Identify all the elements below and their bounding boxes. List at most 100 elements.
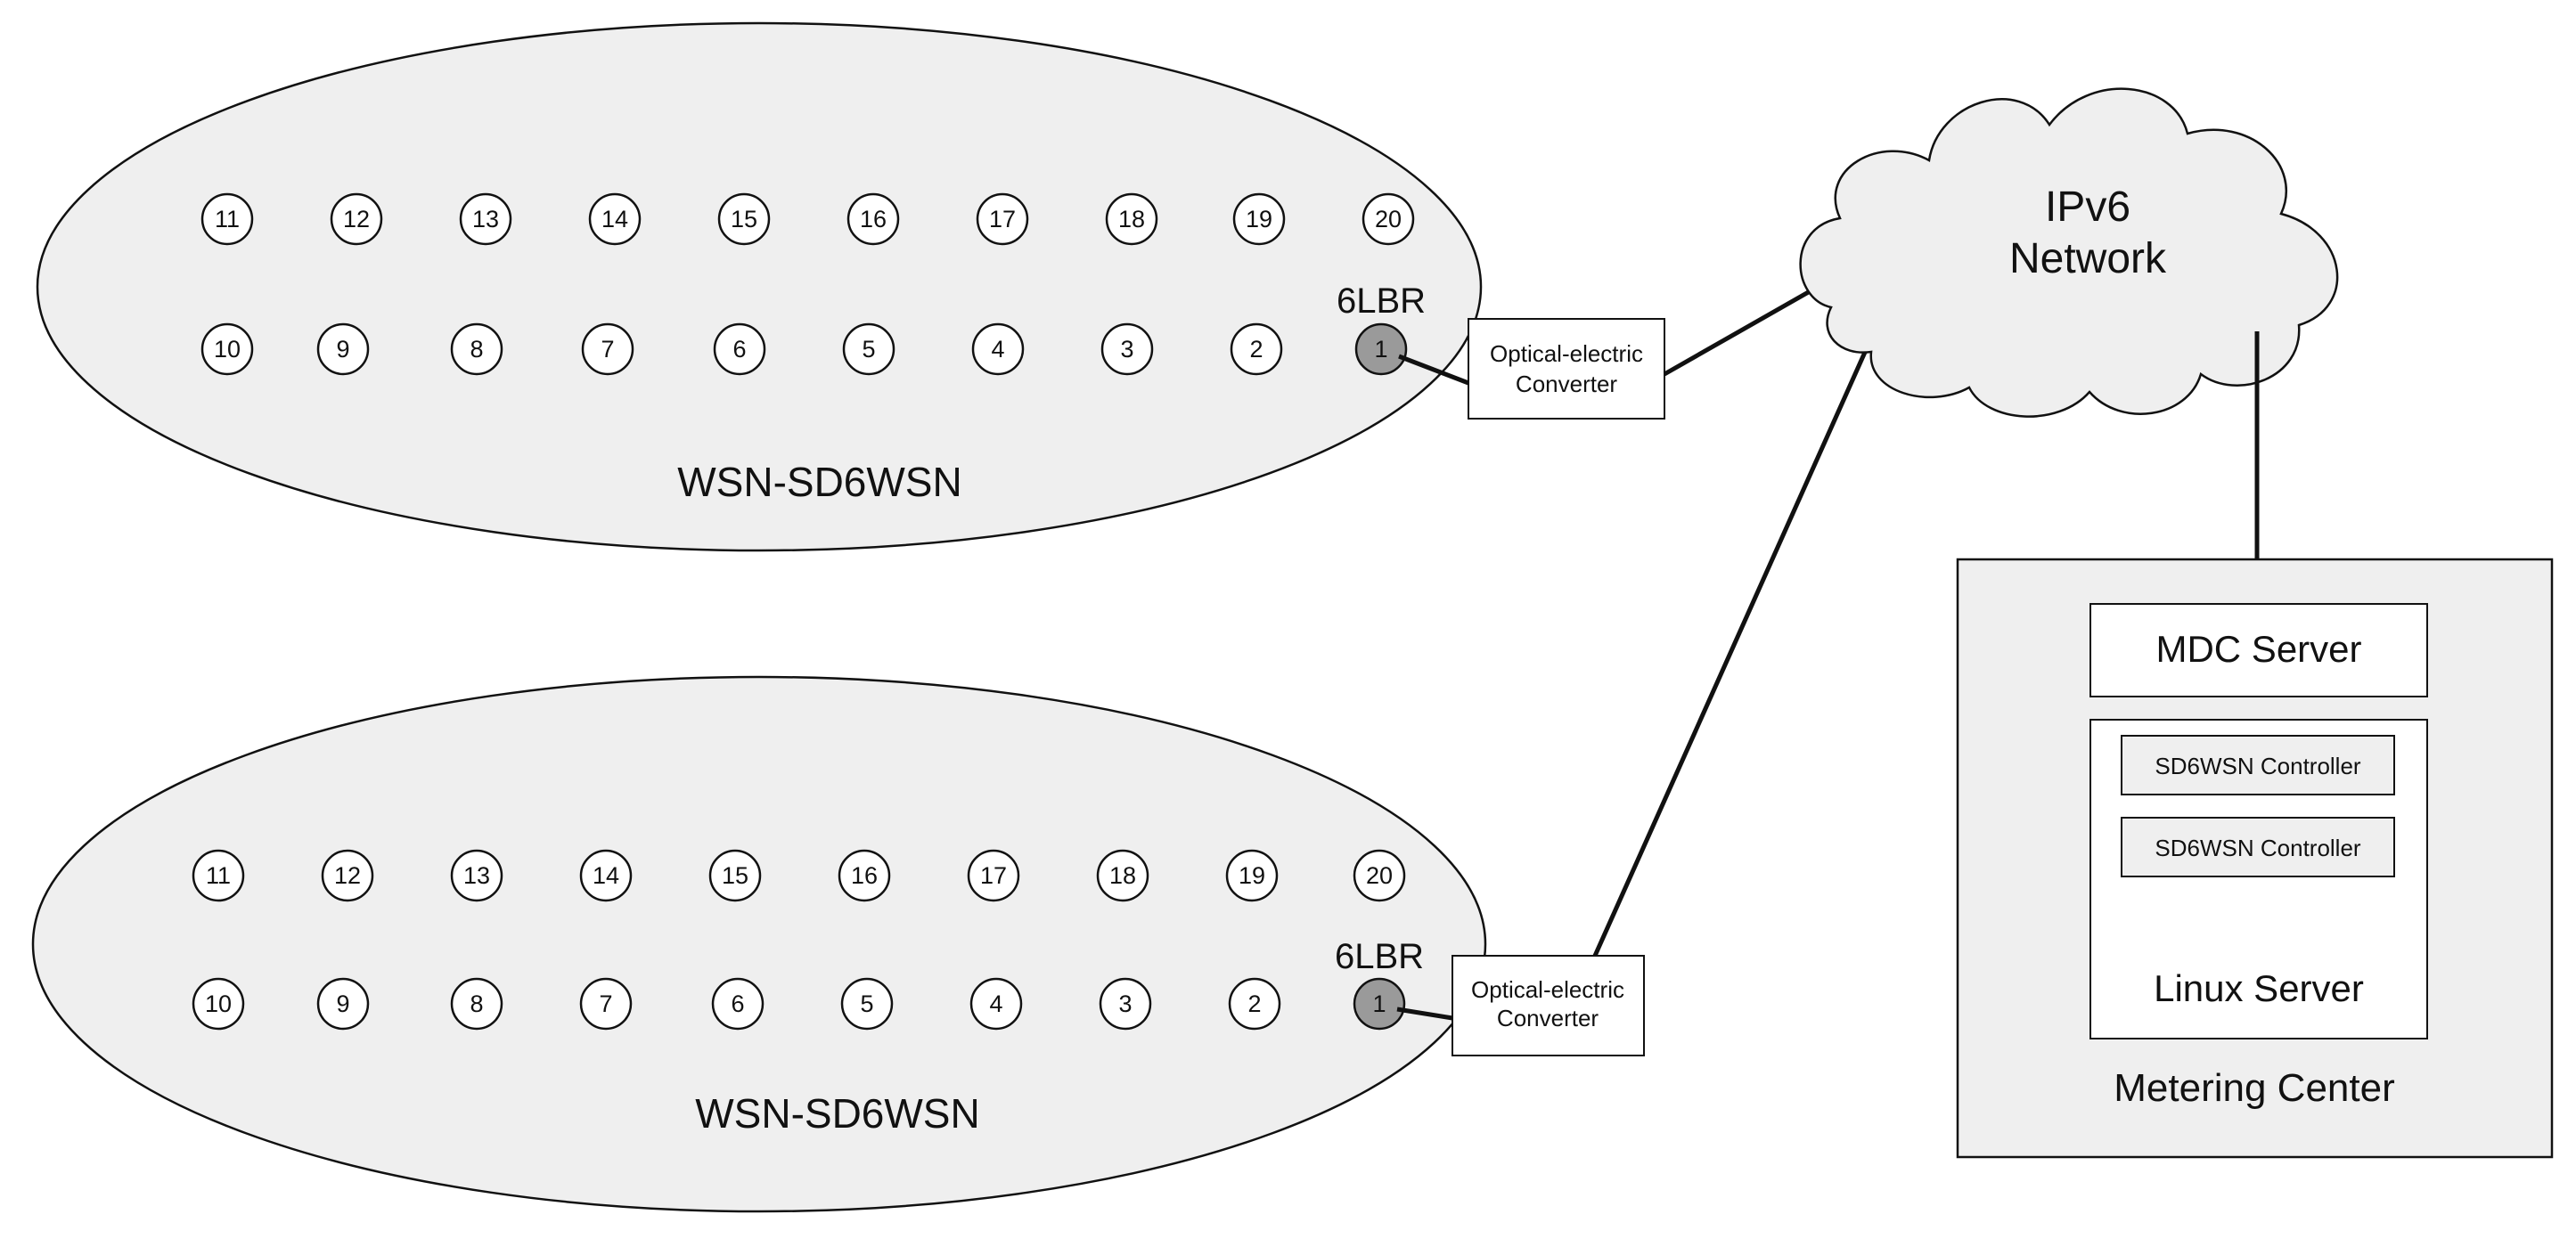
- cluster-2-router-label: 6LBR: [1335, 937, 1424, 976]
- sensor-node: 14: [579, 849, 633, 902]
- node-label: 19: [1239, 862, 1265, 889]
- node-label: 6: [732, 336, 746, 363]
- node-label: 19: [1246, 206, 1272, 232]
- node-label: 11: [215, 206, 240, 232]
- sensor-node: 18: [1096, 849, 1149, 902]
- cluster-2-label: WSN-SD6WSN: [695, 1090, 979, 1137]
- node-label: 5: [862, 336, 875, 363]
- node-label: 3: [1118, 990, 1132, 1017]
- node-label: 18: [1118, 206, 1145, 232]
- sensor-node: 20: [1353, 849, 1406, 902]
- node-circle: [711, 977, 765, 1031]
- node-label: 1: [1372, 990, 1386, 1017]
- sd6wsn-controller-1-label: SD6WSN Controller: [2155, 753, 2361, 779]
- mdc-server-box: [2089, 603, 2428, 697]
- node-label: 15: [731, 206, 757, 232]
- sensor-node: 7: [581, 322, 634, 376]
- node-label: 2: [1249, 336, 1263, 363]
- node-circle: [842, 322, 895, 376]
- metering-center-label: Metering Center: [2114, 1066, 2394, 1110]
- node-label: 2: [1247, 990, 1261, 1017]
- node-label: 8: [470, 990, 483, 1017]
- node-label: 20: [1366, 862, 1393, 889]
- sensor-node: 6: [713, 322, 766, 376]
- sensor-node: 2: [1228, 977, 1281, 1031]
- node-label: 13: [463, 862, 490, 889]
- border-router-node: 1: [1354, 322, 1408, 376]
- sd6wsn-controller-1-box: [2121, 735, 2395, 795]
- node-label: 14: [593, 862, 619, 889]
- node-circle: [1230, 322, 1283, 376]
- sensor-node: 4: [969, 977, 1023, 1031]
- node-circle: [1354, 322, 1408, 376]
- node-circle: [1100, 322, 1154, 376]
- cluster-2-router-link: [1396, 1007, 1453, 1021]
- node-circle: [1232, 192, 1286, 246]
- sensor-node: 14: [588, 192, 642, 246]
- node-label: 8: [470, 336, 483, 363]
- node-circle: [1225, 849, 1279, 902]
- sensor-node: 18: [1105, 192, 1158, 246]
- node-circle: [1228, 977, 1281, 1031]
- node-circle: [316, 322, 370, 376]
- node-label: 13: [472, 206, 499, 232]
- sensor-node: 8: [450, 977, 503, 1031]
- sensor-node: 11: [200, 192, 254, 246]
- node-circle: [450, 849, 503, 902]
- sensor-node: 12: [330, 192, 383, 246]
- cluster-2-converter: Optical-electric Converter: [1452, 955, 1645, 1056]
- cluster-2-converter-box: [1452, 955, 1645, 1056]
- node-circle: [971, 322, 1025, 376]
- sensor-node: 2: [1230, 322, 1283, 376]
- sensor-node: 20: [1362, 192, 1415, 246]
- linux-server-label: Linux Server: [2154, 967, 2364, 1009]
- sensor-node: 15: [717, 192, 771, 246]
- node-circle: [321, 849, 374, 902]
- node-circle: [1353, 849, 1406, 902]
- node-circle: [192, 977, 245, 1031]
- node-label: 15: [722, 862, 748, 889]
- node-label: 20: [1375, 206, 1402, 232]
- node-circle: [967, 849, 1020, 902]
- node-label: 3: [1120, 336, 1133, 363]
- node-label: 9: [336, 990, 349, 1017]
- node-label: 16: [860, 206, 887, 232]
- node-circle: [1105, 192, 1158, 246]
- node-label: 11: [206, 862, 231, 889]
- cluster-1-converter-line1: Optical-electric: [1490, 340, 1643, 367]
- node-circle: [581, 322, 634, 376]
- metering-center: MDC Server SD6WSN Controller SD6WSN Cont…: [1956, 558, 2554, 1159]
- sensor-node: 16: [846, 192, 900, 246]
- node-circle: [840, 977, 894, 1031]
- node-circle: [1099, 977, 1152, 1031]
- node-circle: [1362, 192, 1415, 246]
- node-circle: [200, 192, 254, 246]
- node-circle: [1096, 849, 1149, 902]
- cluster-1-converter-box: [1468, 318, 1665, 420]
- sensor-node: 4: [971, 322, 1025, 376]
- sensor-node: 12: [321, 849, 374, 902]
- sensor-node: 19: [1225, 849, 1279, 902]
- node-label: 1: [1374, 336, 1387, 363]
- cluster-2-ellipse: [31, 675, 1487, 1213]
- sd6wsn-controller-2-box: [2121, 817, 2395, 877]
- cluster-1-router-link: [1398, 354, 1469, 386]
- node-circle: [450, 977, 503, 1031]
- mdc-server-label: MDC Server: [2155, 628, 2361, 670]
- node-circle: [976, 192, 1029, 246]
- node-circle: [450, 322, 503, 376]
- node-label: 17: [989, 206, 1016, 232]
- node-label: 5: [860, 990, 873, 1017]
- sensor-node: 10: [200, 322, 254, 376]
- sensor-node: 17: [976, 192, 1029, 246]
- node-circle: [588, 192, 642, 246]
- cluster-1-top-row: 11 12 13 14 15 16 17 18 19 20: [200, 192, 1415, 246]
- sensor-node: 8: [450, 322, 503, 376]
- node-circle: [316, 977, 370, 1031]
- node-circle: [838, 849, 891, 902]
- node-circle: [579, 977, 633, 1031]
- sensor-node: 11: [192, 849, 245, 902]
